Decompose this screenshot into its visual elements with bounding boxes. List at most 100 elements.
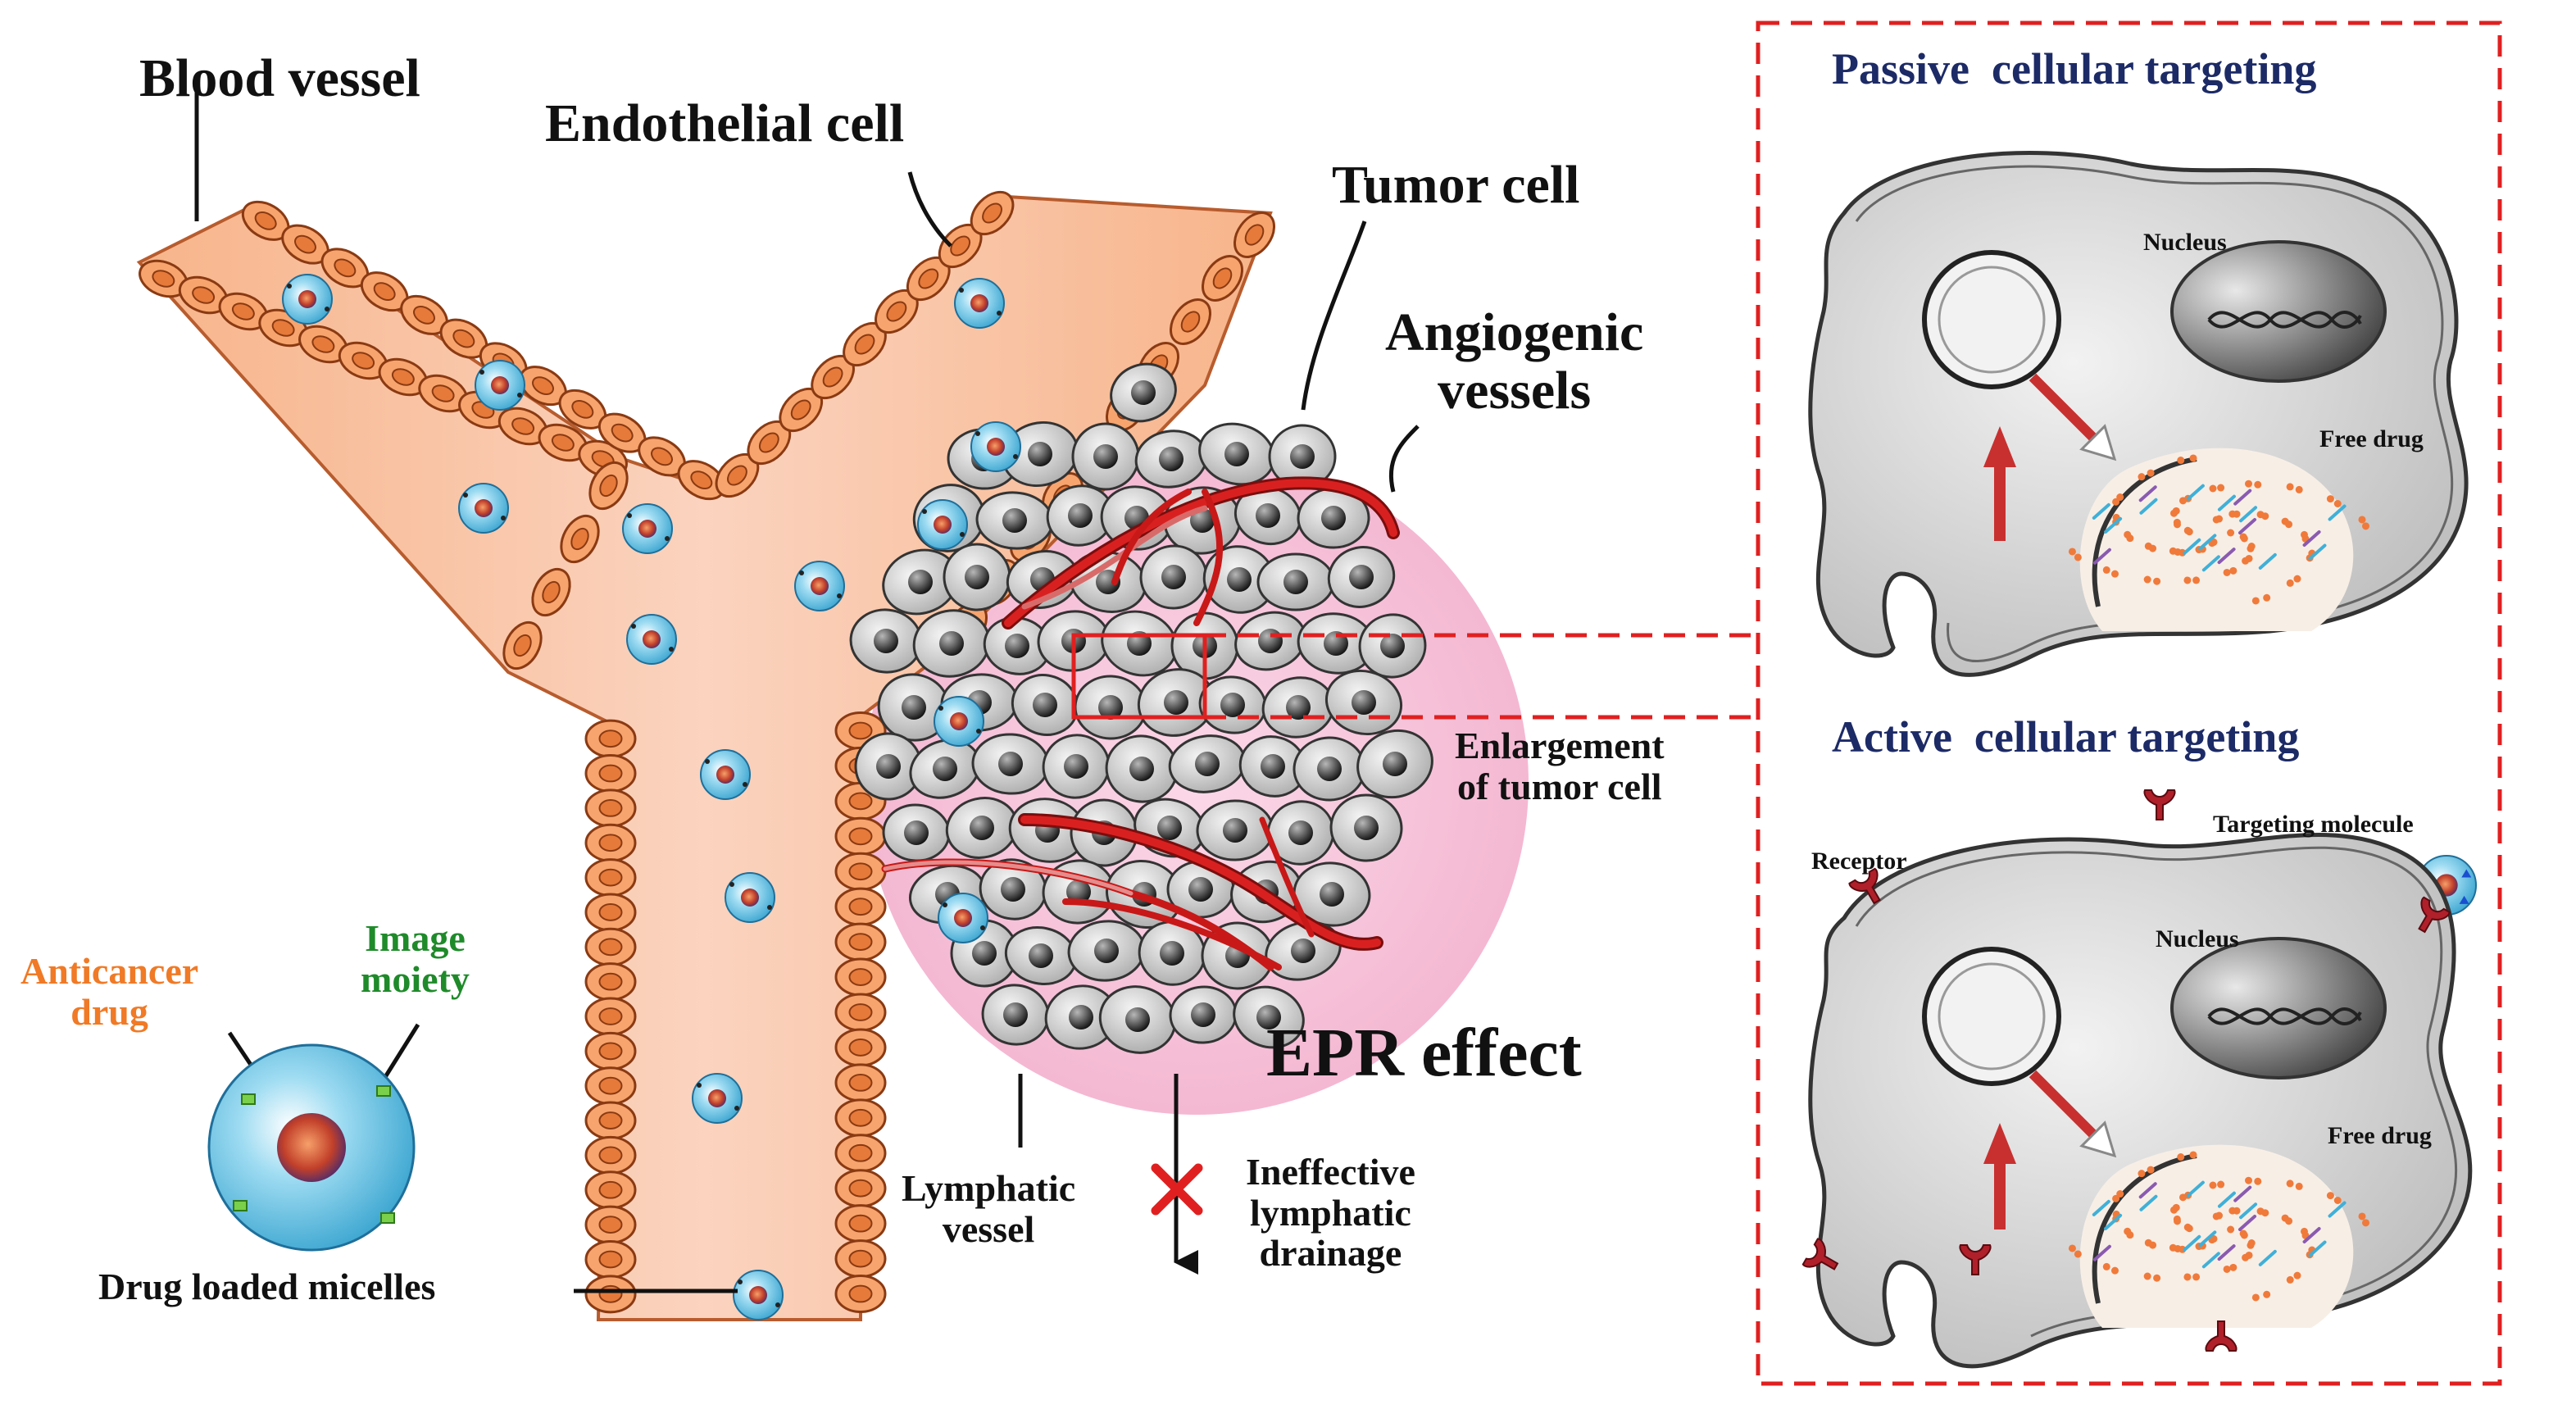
receptor-label: Receptor xyxy=(1811,848,1907,875)
endothelial-cell xyxy=(834,1134,887,1173)
active-free-drug-particles xyxy=(2068,1151,2369,1302)
tumor-cell xyxy=(1169,985,1238,1044)
endothelial-cell xyxy=(531,567,571,617)
endothelial-cell xyxy=(584,893,637,932)
endothelial-cell xyxy=(560,514,600,564)
receptors xyxy=(1801,789,2451,1352)
receptor-icon xyxy=(1959,1244,1992,1275)
endothelial-cell xyxy=(178,275,229,315)
tumor-cell xyxy=(1001,420,1079,488)
endothelial-cell xyxy=(584,1066,637,1106)
endothelial-cell xyxy=(378,357,429,397)
tumor-cell xyxy=(1110,362,1177,423)
endothelial-cell xyxy=(779,387,824,433)
endothelial-cell xyxy=(834,1239,887,1279)
endothelial-cell xyxy=(834,1275,887,1314)
tumor-cell xyxy=(1256,552,1335,611)
endothelial-cell xyxy=(834,1204,887,1243)
endothelial-cell xyxy=(218,292,269,331)
micelle xyxy=(475,360,525,411)
legend-micelle xyxy=(207,1043,416,1252)
tumor-cell xyxy=(1293,736,1366,802)
micelle xyxy=(622,503,673,554)
tumor-cell xyxy=(1268,424,1337,489)
micelle xyxy=(934,696,984,747)
endothelial-cell xyxy=(360,271,409,312)
tumor-cell xyxy=(1004,926,1078,985)
targeting-molecule-label: Targeting molecule xyxy=(2213,811,2414,838)
receptor-icon xyxy=(2143,789,2176,820)
endothelial-cell xyxy=(970,190,1015,236)
receptor-icon xyxy=(2205,1320,2238,1352)
endothelial-cell xyxy=(747,420,792,466)
endothelial-cell xyxy=(584,962,637,1002)
tumor-cell xyxy=(1042,734,1111,799)
lymphatic-vessel-label: Lymphatic vessel xyxy=(902,1167,1076,1250)
endothelial-cell xyxy=(418,374,468,413)
tumor-cell xyxy=(1261,676,1335,739)
endothelial-cell xyxy=(834,816,887,856)
micelle xyxy=(725,872,775,923)
active-nucleus-label: Nucleus xyxy=(2156,925,2239,952)
ineffective-drainage-cross-icon xyxy=(1151,1163,1203,1216)
endothelial-cell xyxy=(584,1135,637,1175)
micelle xyxy=(282,274,333,325)
endothelial-cell xyxy=(938,223,983,269)
endothelial-cell xyxy=(584,1275,637,1314)
endothelial-cell xyxy=(584,997,637,1036)
tumor-cell xyxy=(882,548,959,616)
endothelial-cell xyxy=(834,1028,887,1067)
tumor-cell xyxy=(1044,984,1118,1050)
active-free-drug-label: Free drug xyxy=(2328,1122,2432,1149)
endothelial-cell xyxy=(715,452,760,498)
micelle xyxy=(917,499,968,550)
endothelial-cell xyxy=(584,719,637,758)
ineffective-lymphatic-drainage-label: Ineffective lymphatic drainage xyxy=(1246,1151,1415,1275)
angiogenic-vessels-label: Angiogenic vessels xyxy=(1385,302,1644,421)
tumor-cells xyxy=(849,362,1433,1054)
endothelial-cell xyxy=(811,354,855,400)
active-targeting-title: Active cellular targeting xyxy=(1832,712,2300,761)
endothelial-cell xyxy=(834,852,887,891)
endothelial-cell xyxy=(584,927,637,966)
angiogenic-vessels xyxy=(881,476,1400,971)
micelle xyxy=(733,1270,784,1320)
tumor-cell xyxy=(1011,674,1079,736)
endothelial-cell xyxy=(584,754,637,793)
micelle xyxy=(700,749,751,800)
micelle xyxy=(794,561,845,611)
endothelial-cell xyxy=(502,620,543,670)
tumor-cell xyxy=(1168,734,1247,793)
passive-free-drug-particles xyxy=(2068,454,2369,605)
tumor-cell xyxy=(1327,546,1396,608)
endothelial-cell xyxy=(298,325,348,364)
enlargement-connectors xyxy=(1205,633,1758,720)
active-dna xyxy=(2207,1007,2362,1025)
drug-loaded-micelles-label: Drug loaded micelles xyxy=(98,1266,436,1307)
receptor-icon xyxy=(2418,896,2451,934)
tumor-cell xyxy=(1074,675,1147,740)
enlargement-box xyxy=(1071,633,1207,720)
tumor-cell-label: Tumor cell xyxy=(1332,155,1580,215)
micelle xyxy=(938,893,988,943)
tumor-cell xyxy=(1297,487,1370,549)
micelle xyxy=(458,483,509,534)
tumor-cell xyxy=(971,733,1050,795)
tumor-cell xyxy=(854,732,923,801)
endothelial-cell xyxy=(677,460,726,501)
tumor-cell xyxy=(1329,793,1403,862)
endothelial-cell xyxy=(538,423,588,462)
enlargement-of-tumor-cell-label: Enlargement of tumor cell xyxy=(1455,725,1665,807)
micelle xyxy=(626,614,677,665)
passive-targeting-cell xyxy=(1808,151,2469,677)
endothelial-cell xyxy=(834,993,887,1032)
epr-effect-label: EPR effect xyxy=(1266,1015,1582,1091)
endothelial-cell xyxy=(139,259,189,298)
micelle xyxy=(970,421,1021,472)
endothelial-cell xyxy=(584,1031,637,1070)
receptor-icon xyxy=(1848,867,1881,905)
endothelial-cell xyxy=(584,858,637,898)
endothelial-cell xyxy=(584,1101,637,1140)
tumor-cell xyxy=(877,673,951,742)
